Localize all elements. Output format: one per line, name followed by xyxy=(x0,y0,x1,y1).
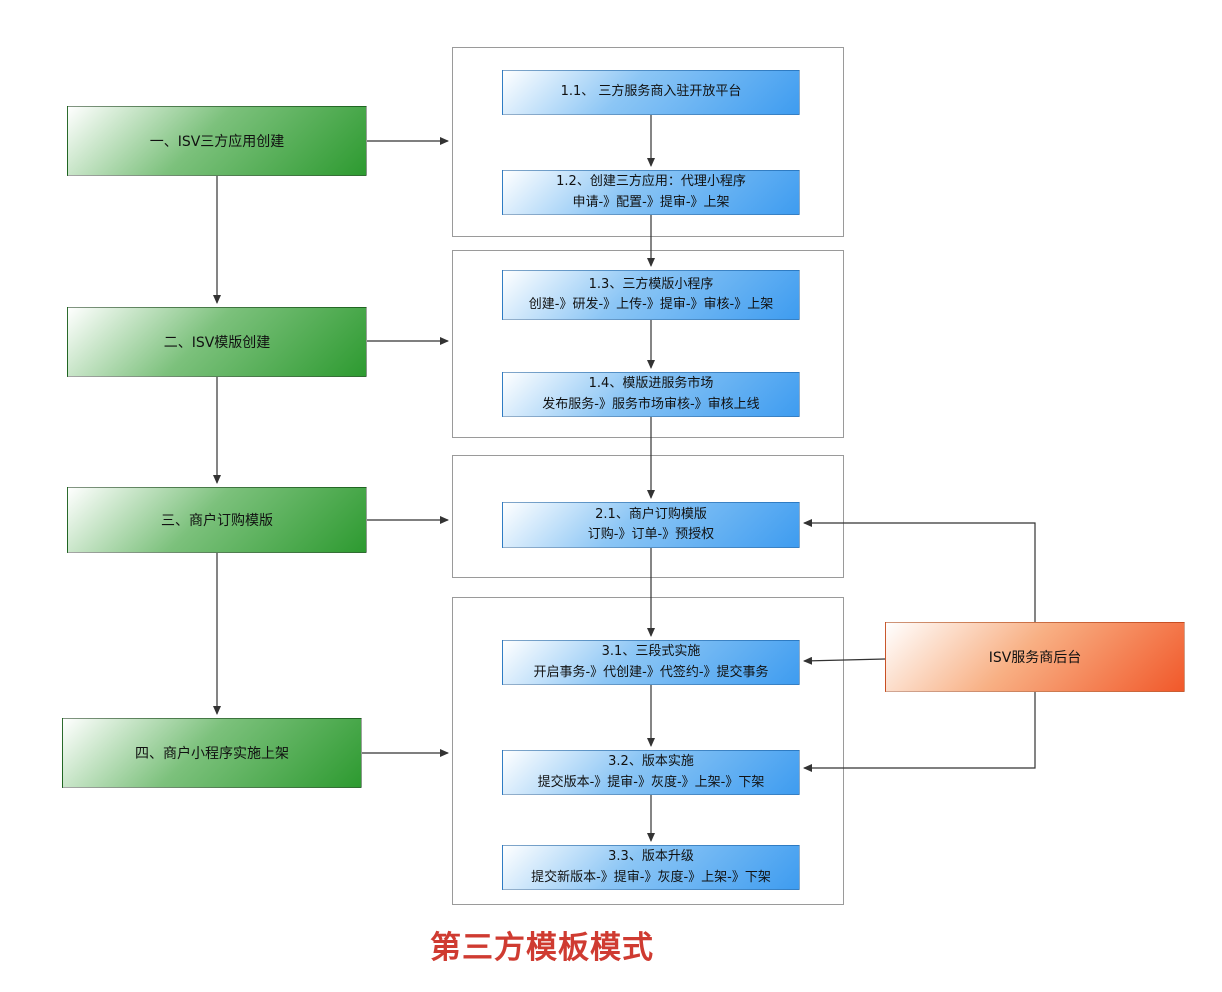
step-sub: 发布服务-》服务市场审核-》审核上线 xyxy=(542,396,760,412)
step-box-3-2: 3.2、版本实施 提交版本-》提审-》灰度-》上架-》下架 xyxy=(502,750,800,795)
step-title: 1.4、模版进服务市场 xyxy=(588,376,714,392)
step-sub: 提交版本-》提审-》灰度-》上架-》下架 xyxy=(537,774,765,790)
step-title: 2.1、商户订购模版 xyxy=(595,506,707,522)
stage-box-isv-template-create: 二、ISV模版创建 xyxy=(67,307,367,377)
stage-box-merchant-miniapp-launch: 四、商户小程序实施上架 xyxy=(62,718,362,788)
stage-label: 四、商户小程序实施上架 xyxy=(135,746,289,762)
step-box-1-1: 1.1、 三方服务商入驻开放平台 xyxy=(502,70,800,115)
step-title: 1.1、 三方服务商入驻开放平台 xyxy=(560,84,742,100)
step-box-3-3: 3.3、版本升级 提交新版本-》提审-》灰度-》上架-》下架 xyxy=(502,845,800,890)
stage-box-merchant-order-template: 三、商户订购模版 xyxy=(67,487,367,553)
step-title: 3.1、三段式实施 xyxy=(601,644,701,660)
step-sub: 订购-》订单-》预授权 xyxy=(587,527,715,542)
step-title: 3.3、版本升级 xyxy=(608,849,694,865)
diagram-title: 第三方模板模式 xyxy=(430,930,654,966)
step-box-2-1: 2.1、商户订购模版 订购-》订单-》预授权 xyxy=(502,502,800,548)
backend-label: ISV服务商后台 xyxy=(988,650,1082,666)
step-box-1-2: 1.2、创建三方应用：代理小程序 申请-》配置-》提审-》上架 xyxy=(502,170,800,215)
stage-label: 二、ISV模版创建 xyxy=(163,335,271,351)
step-title: 1.3、三方模版小程序 xyxy=(588,276,714,292)
step-sub: 开启事务-》代创建-》代签约-》提交事务 xyxy=(533,664,769,680)
step-box-1-4: 1.4、模版进服务市场 发布服务-》服务市场审核-》审核上线 xyxy=(502,372,800,417)
stage-box-isv-app-create: 一、ISV三方应用创建 xyxy=(67,106,367,176)
step-title: 3.2、版本实施 xyxy=(608,754,694,770)
step-sub: 申请-》配置-》提审-》上架 xyxy=(572,194,730,210)
step-box-3-1: 3.1、三段式实施 开启事务-》代创建-》代签约-》提交事务 xyxy=(502,640,800,685)
step-sub: 提交新版本-》提审-》灰度-》上架-》下架 xyxy=(531,869,771,885)
backend-box-isv-service: ISV服务商后台 xyxy=(885,622,1185,692)
stage-label: 一、ISV三方应用创建 xyxy=(149,134,285,150)
step-title: 1.2、创建三方应用：代理小程序 xyxy=(556,174,746,190)
stage-label: 三、商户订购模版 xyxy=(161,513,273,529)
step-sub: 创建-》研发-》上传-》提审-》审核-》上架 xyxy=(528,297,774,312)
step-box-1-3: 1.3、三方模版小程序 创建-》研发-》上传-》提审-》审核-》上架 xyxy=(502,270,800,320)
